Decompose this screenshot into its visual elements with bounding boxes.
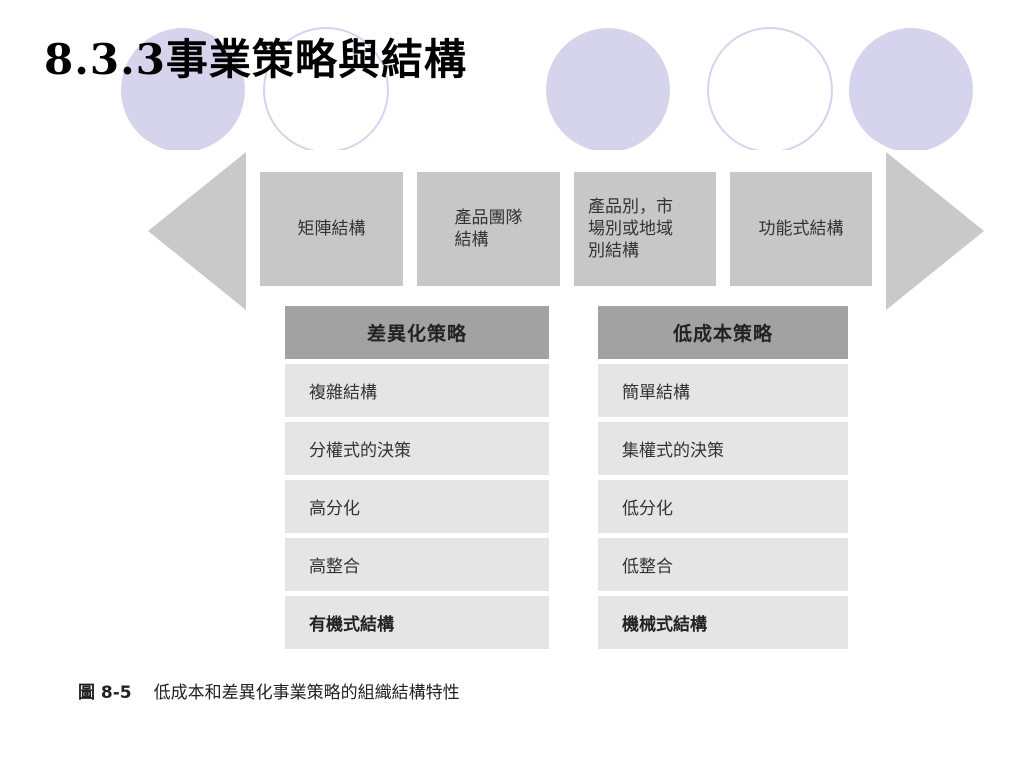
slide-title: 8.3.3事業策略與結構 <box>44 35 467 84</box>
differentiation-item: 分權式的決策 <box>285 422 549 475</box>
low-cost-item: 機械式結構 <box>598 596 848 649</box>
figure-caption: 圖 8-5 低成本和差異化事業策略的組織結構特性 <box>78 678 460 703</box>
deco-circle-filled <box>849 28 973 150</box>
structure-box-functional: 功能式結構 <box>730 172 872 286</box>
low-cost-item: 低分化 <box>598 480 848 533</box>
differentiation-header: 差異化策略 <box>285 306 549 359</box>
figure-caption-text: 低成本和差異化事業策略的組織結構特性 <box>153 683 460 703</box>
deco-circle-filled <box>546 28 670 150</box>
differentiation-item: 高整合 <box>285 538 549 591</box>
deco-circle-outline <box>263 27 389 150</box>
differentiation-item: 有機式結構 <box>285 596 549 649</box>
differentiation-item: 複雜結構 <box>285 364 549 417</box>
structure-box-divisional: 產品別，市 場別或地域 別結構 <box>574 172 716 286</box>
deco-circle-outline <box>707 27 833 150</box>
low-cost-header: 低成本策略 <box>598 306 848 359</box>
low-cost-item: 低整合 <box>598 538 848 591</box>
low-cost-item: 集權式的決策 <box>598 422 848 475</box>
structure-box-product-team: 產品團隊 結構 <box>417 172 560 286</box>
left-arrow-head <box>148 152 246 310</box>
low-cost-item: 簡單結構 <box>598 364 848 417</box>
differentiation-column: 差異化策略 複雜結構 分權式的決策 高分化 高整合 有機式結構 <box>285 306 549 649</box>
decorative-circles <box>121 27 973 150</box>
structure-label: 功能式結構 <box>758 219 844 239</box>
figure-number: 圖 8-5 <box>78 683 132 703</box>
structure-label: 產品團隊 結構 <box>454 208 523 250</box>
structure-label: 產品別，市 場別或地域 別結構 <box>588 197 673 261</box>
right-arrow-head <box>886 152 984 310</box>
differentiation-item: 高分化 <box>285 480 549 533</box>
structure-box-matrix: 矩陣結構 <box>260 172 403 286</box>
deco-circle-filled <box>121 28 245 150</box>
structure-label: 矩陣結構 <box>297 219 366 239</box>
low-cost-column: 低成本策略 簡單結構 集權式的決策 低分化 低整合 機械式結構 <box>598 306 848 649</box>
